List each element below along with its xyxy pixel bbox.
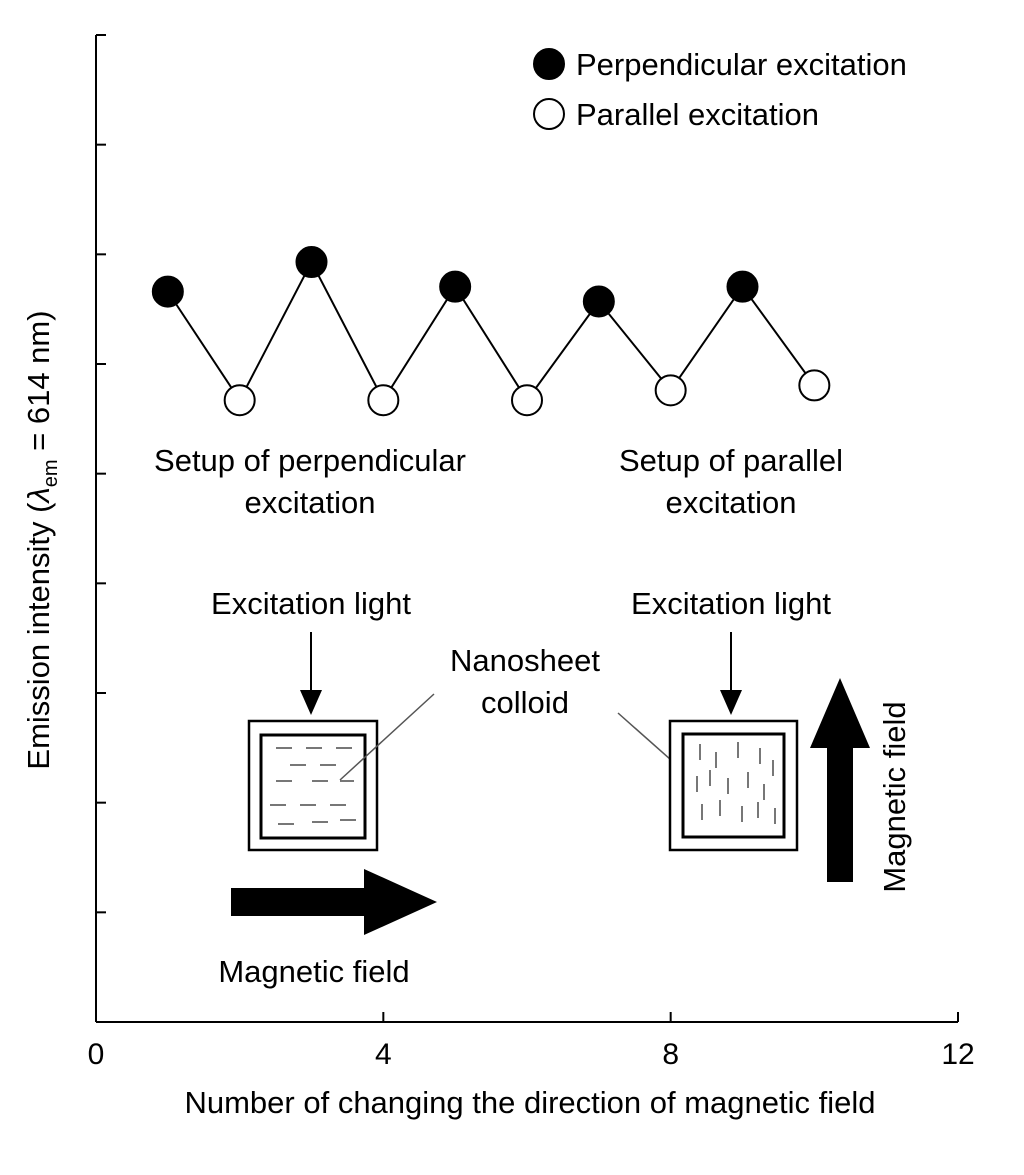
cuvette-inner-right xyxy=(681,732,786,839)
magnetic-field-arrow-vertical xyxy=(810,678,870,882)
x-tick-label-2: 8 xyxy=(662,1038,679,1071)
series-connecting-polyline xyxy=(166,259,816,403)
x-axis-title: Number of changing the direction of magn… xyxy=(184,1085,875,1120)
setup-parallel-label-line1: Setup of parallel xyxy=(619,443,843,478)
point-perpendicular-3 xyxy=(582,285,615,318)
point-parallel-2 xyxy=(511,384,543,417)
magnetic-field-label-horizontal: Magnetic field xyxy=(218,954,409,989)
point-parallel-3 xyxy=(654,374,687,407)
colloid-pointer-left xyxy=(339,693,435,781)
y-axis-title: Emission intensity (λem = 614 nm) xyxy=(21,310,62,769)
excitation-arrow-left-head xyxy=(300,690,322,715)
x-tick-label-0: 0 xyxy=(88,1038,105,1071)
perpendicular-setup-illustration: Excitation light Magnetic field xyxy=(211,586,437,989)
data-points xyxy=(151,246,831,417)
excitation-light-label-left: Excitation light xyxy=(211,586,411,621)
legend-marker-perpendicular xyxy=(533,48,565,80)
point-perpendicular-0 xyxy=(151,275,184,308)
data-connecting-line xyxy=(166,259,816,403)
nanosheet-colloid-label-line1: Nanosheet xyxy=(450,643,600,678)
point-parallel-4 xyxy=(798,369,831,402)
setup-perpendicular-label-line2: excitation xyxy=(245,485,376,520)
excitation-light-label-right: Excitation light xyxy=(631,586,831,621)
point-perpendicular-1 xyxy=(295,246,328,279)
magnetic-field-label-vertical: Magnetic field xyxy=(877,701,912,892)
point-parallel-1 xyxy=(367,384,400,417)
axes: 0 4 8 12 xyxy=(88,34,975,1071)
legend: Perpendicular excitation Parallel excita… xyxy=(533,47,907,132)
x-tick-label-3: 12 xyxy=(941,1038,974,1071)
nanosheets-vertical xyxy=(696,742,776,824)
y-ticks xyxy=(96,34,106,914)
parallel-setup-illustration: Excitation light Magnetic field xyxy=(631,586,912,893)
point-perpendicular-4 xyxy=(726,270,759,303)
nanosheets-horizontal xyxy=(270,747,356,825)
x-ticks: 0 4 8 12 xyxy=(88,1012,975,1071)
point-perpendicular-2 xyxy=(439,270,472,303)
excitation-arrow-right-head xyxy=(720,690,742,715)
setup-perpendicular-label-line1: Setup of perpendicular xyxy=(154,443,466,478)
legend-label-perpendicular: Perpendicular excitation xyxy=(576,47,907,82)
nanosheet-colloid-label-line2: colloid xyxy=(481,685,569,720)
magnetic-field-arrow-horizontal xyxy=(231,869,437,935)
point-parallel-0 xyxy=(223,384,256,417)
setup-parallel-label-line2: excitation xyxy=(666,485,797,520)
legend-label-parallel: Parallel excitation xyxy=(576,97,819,132)
legend-marker-parallel xyxy=(533,98,565,130)
x-tick-label-1: 4 xyxy=(375,1038,392,1071)
